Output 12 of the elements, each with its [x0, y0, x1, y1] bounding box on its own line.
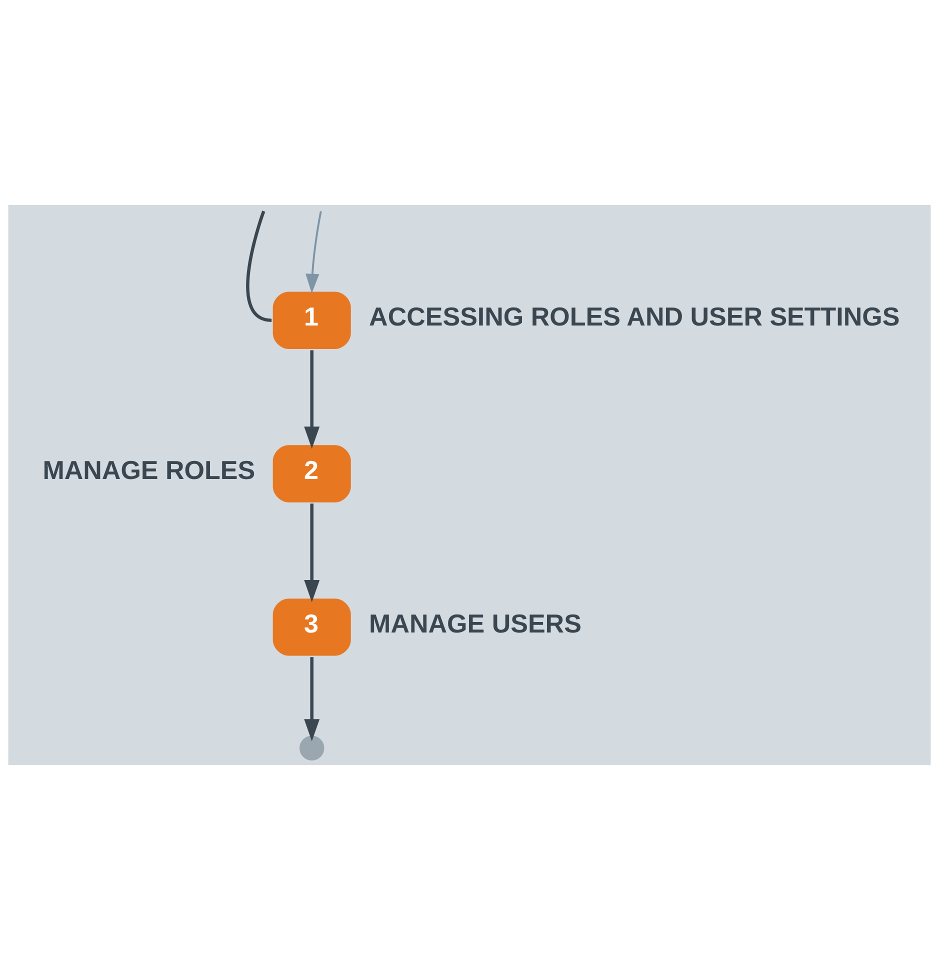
node-label: ACCESSING ROLES AND USER SETTINGS: [369, 301, 900, 332]
node-box: 1: [272, 291, 351, 348]
connector: [246, 210, 272, 322]
node-label: MANAGE ROLES: [42, 454, 256, 484]
arrow: [306, 210, 322, 293]
node-box: 3: [272, 598, 351, 656]
node-label: MANAGE USERS: [369, 608, 582, 638]
arrow: [304, 350, 320, 448]
arrow: [304, 656, 320, 741]
node-box: 2: [272, 444, 351, 502]
node-circle: [300, 735, 324, 760]
arrow: [304, 503, 320, 602]
